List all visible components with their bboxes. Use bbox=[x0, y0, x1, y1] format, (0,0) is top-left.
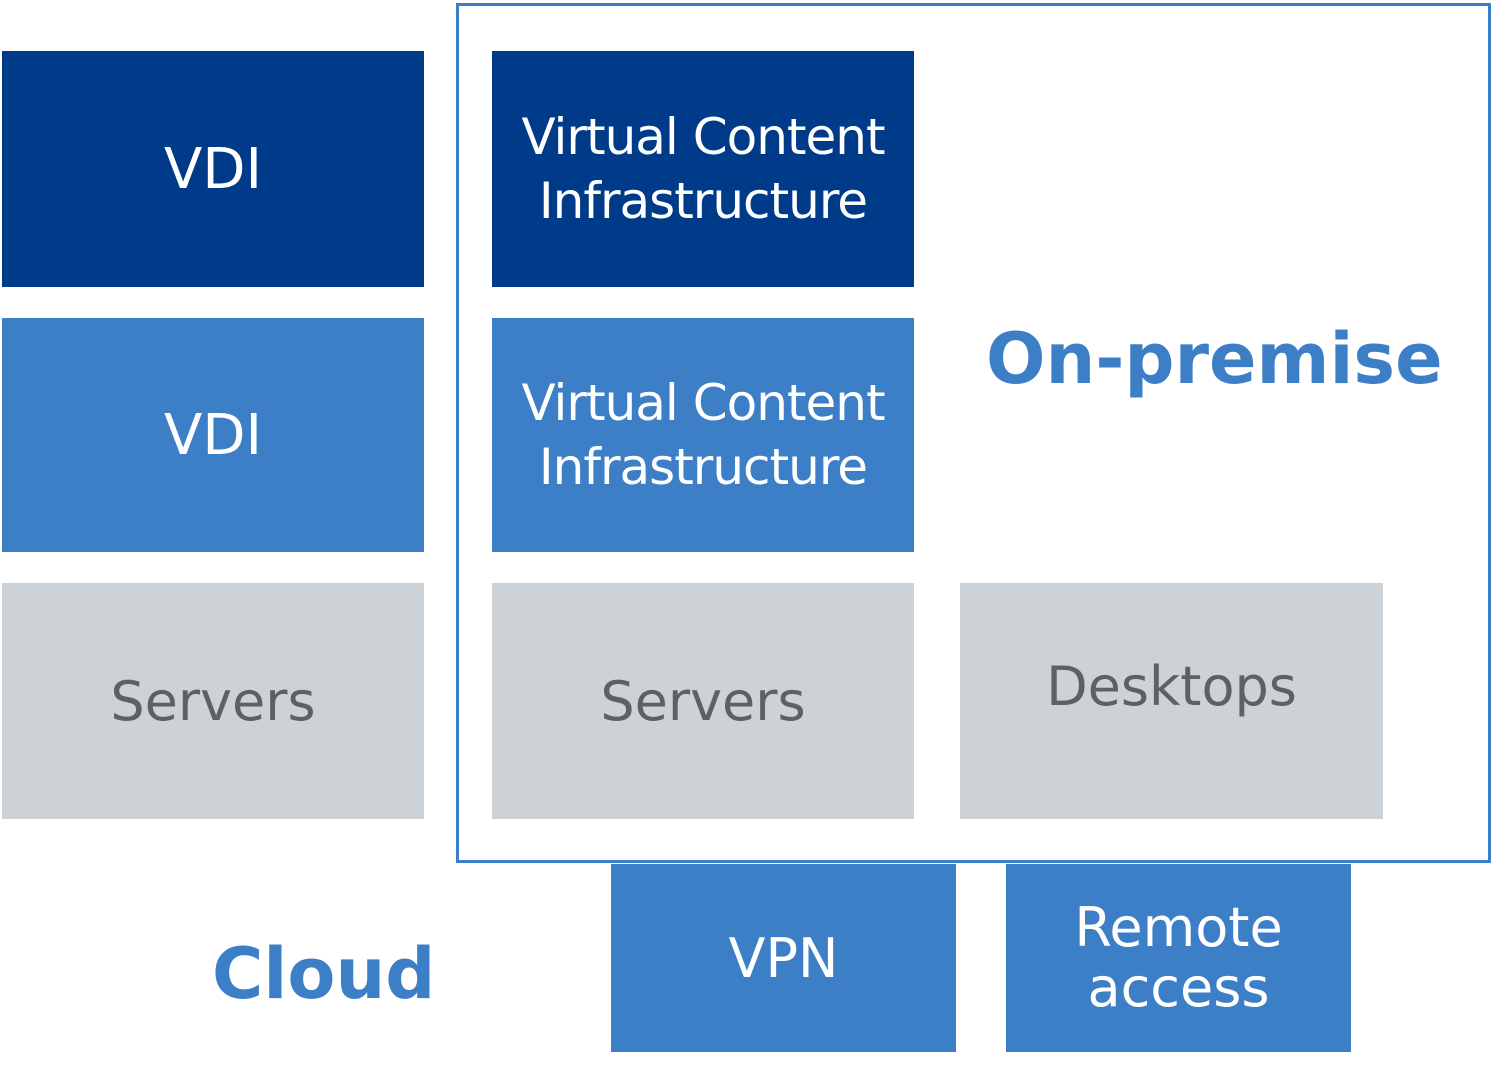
cloud-vdi-mid-label: VDI bbox=[164, 402, 262, 468]
on-premise-frame bbox=[456, 3, 1491, 863]
onprem-vci-dark-box: Virtual Content Infrastructure bbox=[492, 51, 914, 287]
cloud-region-label: Cloud bbox=[212, 933, 436, 1015]
onprem-servers-label: Servers bbox=[600, 669, 806, 733]
cloud-servers-box: Servers bbox=[2, 583, 424, 819]
cloud-servers-label: Servers bbox=[110, 669, 316, 733]
on-premise-region-label: On-premise bbox=[986, 318, 1443, 400]
onprem-vci-mid-line2: Infrastructure bbox=[538, 438, 868, 496]
cloud-vdi-mid-box: VDI bbox=[2, 318, 424, 552]
remote-access-line2: access bbox=[1087, 956, 1270, 1019]
vpn-box: VPN bbox=[611, 864, 956, 1052]
remote-access-box: Remote access bbox=[1006, 864, 1351, 1052]
onprem-vci-dark-line2: Infrastructure bbox=[538, 172, 868, 230]
cloud-vdi-dark-label: VDI bbox=[164, 136, 262, 202]
remote-access-label: Remote access bbox=[1074, 898, 1282, 1018]
onprem-vci-mid-box: Virtual Content Infrastructure bbox=[492, 318, 914, 552]
onprem-vci-dark-label: Virtual Content Infrastructure bbox=[521, 105, 885, 233]
onprem-vci-mid-line1: Virtual Content bbox=[521, 374, 885, 432]
onprem-desktops-label: Desktops bbox=[1046, 655, 1297, 718]
onprem-desktops-box: Desktops bbox=[960, 583, 1383, 819]
remote-access-line1: Remote bbox=[1074, 896, 1283, 959]
vpn-label: VPN bbox=[728, 926, 839, 990]
onprem-vci-dark-line1: Virtual Content bbox=[521, 108, 885, 166]
onprem-vci-mid-label: Virtual Content Infrastructure bbox=[521, 371, 885, 499]
cloud-vdi-dark-box: VDI bbox=[2, 51, 424, 287]
onprem-servers-box: Servers bbox=[492, 583, 914, 819]
